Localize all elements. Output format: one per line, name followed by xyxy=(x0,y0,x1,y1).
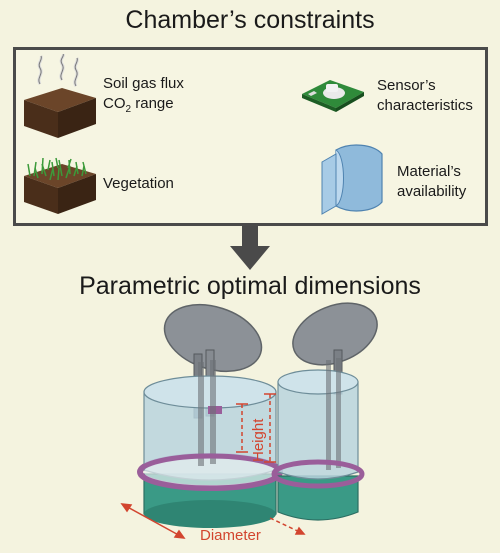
height-dimension xyxy=(236,393,276,463)
result-title: Parametric optimal dimensions xyxy=(79,272,421,300)
sensor-board-icon xyxy=(302,80,364,112)
diameter-label: Diameter xyxy=(200,527,261,544)
sensor-label: Sensor’s characteristics xyxy=(377,77,473,114)
diameter-dimension xyxy=(120,503,306,539)
vegetation-icon xyxy=(24,157,96,214)
soil-gas-flux-icon xyxy=(24,54,96,138)
chambers-illustration: Height Diameter xyxy=(120,302,378,544)
material-label: Material’s availability xyxy=(397,163,467,200)
material-sheet-icon xyxy=(321,144,383,215)
constraints-title: Chamber’s constraints xyxy=(125,6,375,34)
arrow-down-icon xyxy=(230,224,270,270)
right-chamber-lid xyxy=(292,302,378,366)
soil-gas-flux-label: Soil gas flux CO2 range xyxy=(103,75,184,115)
height-label: Height xyxy=(250,418,267,462)
vegetation-label: Vegetation xyxy=(103,175,174,192)
